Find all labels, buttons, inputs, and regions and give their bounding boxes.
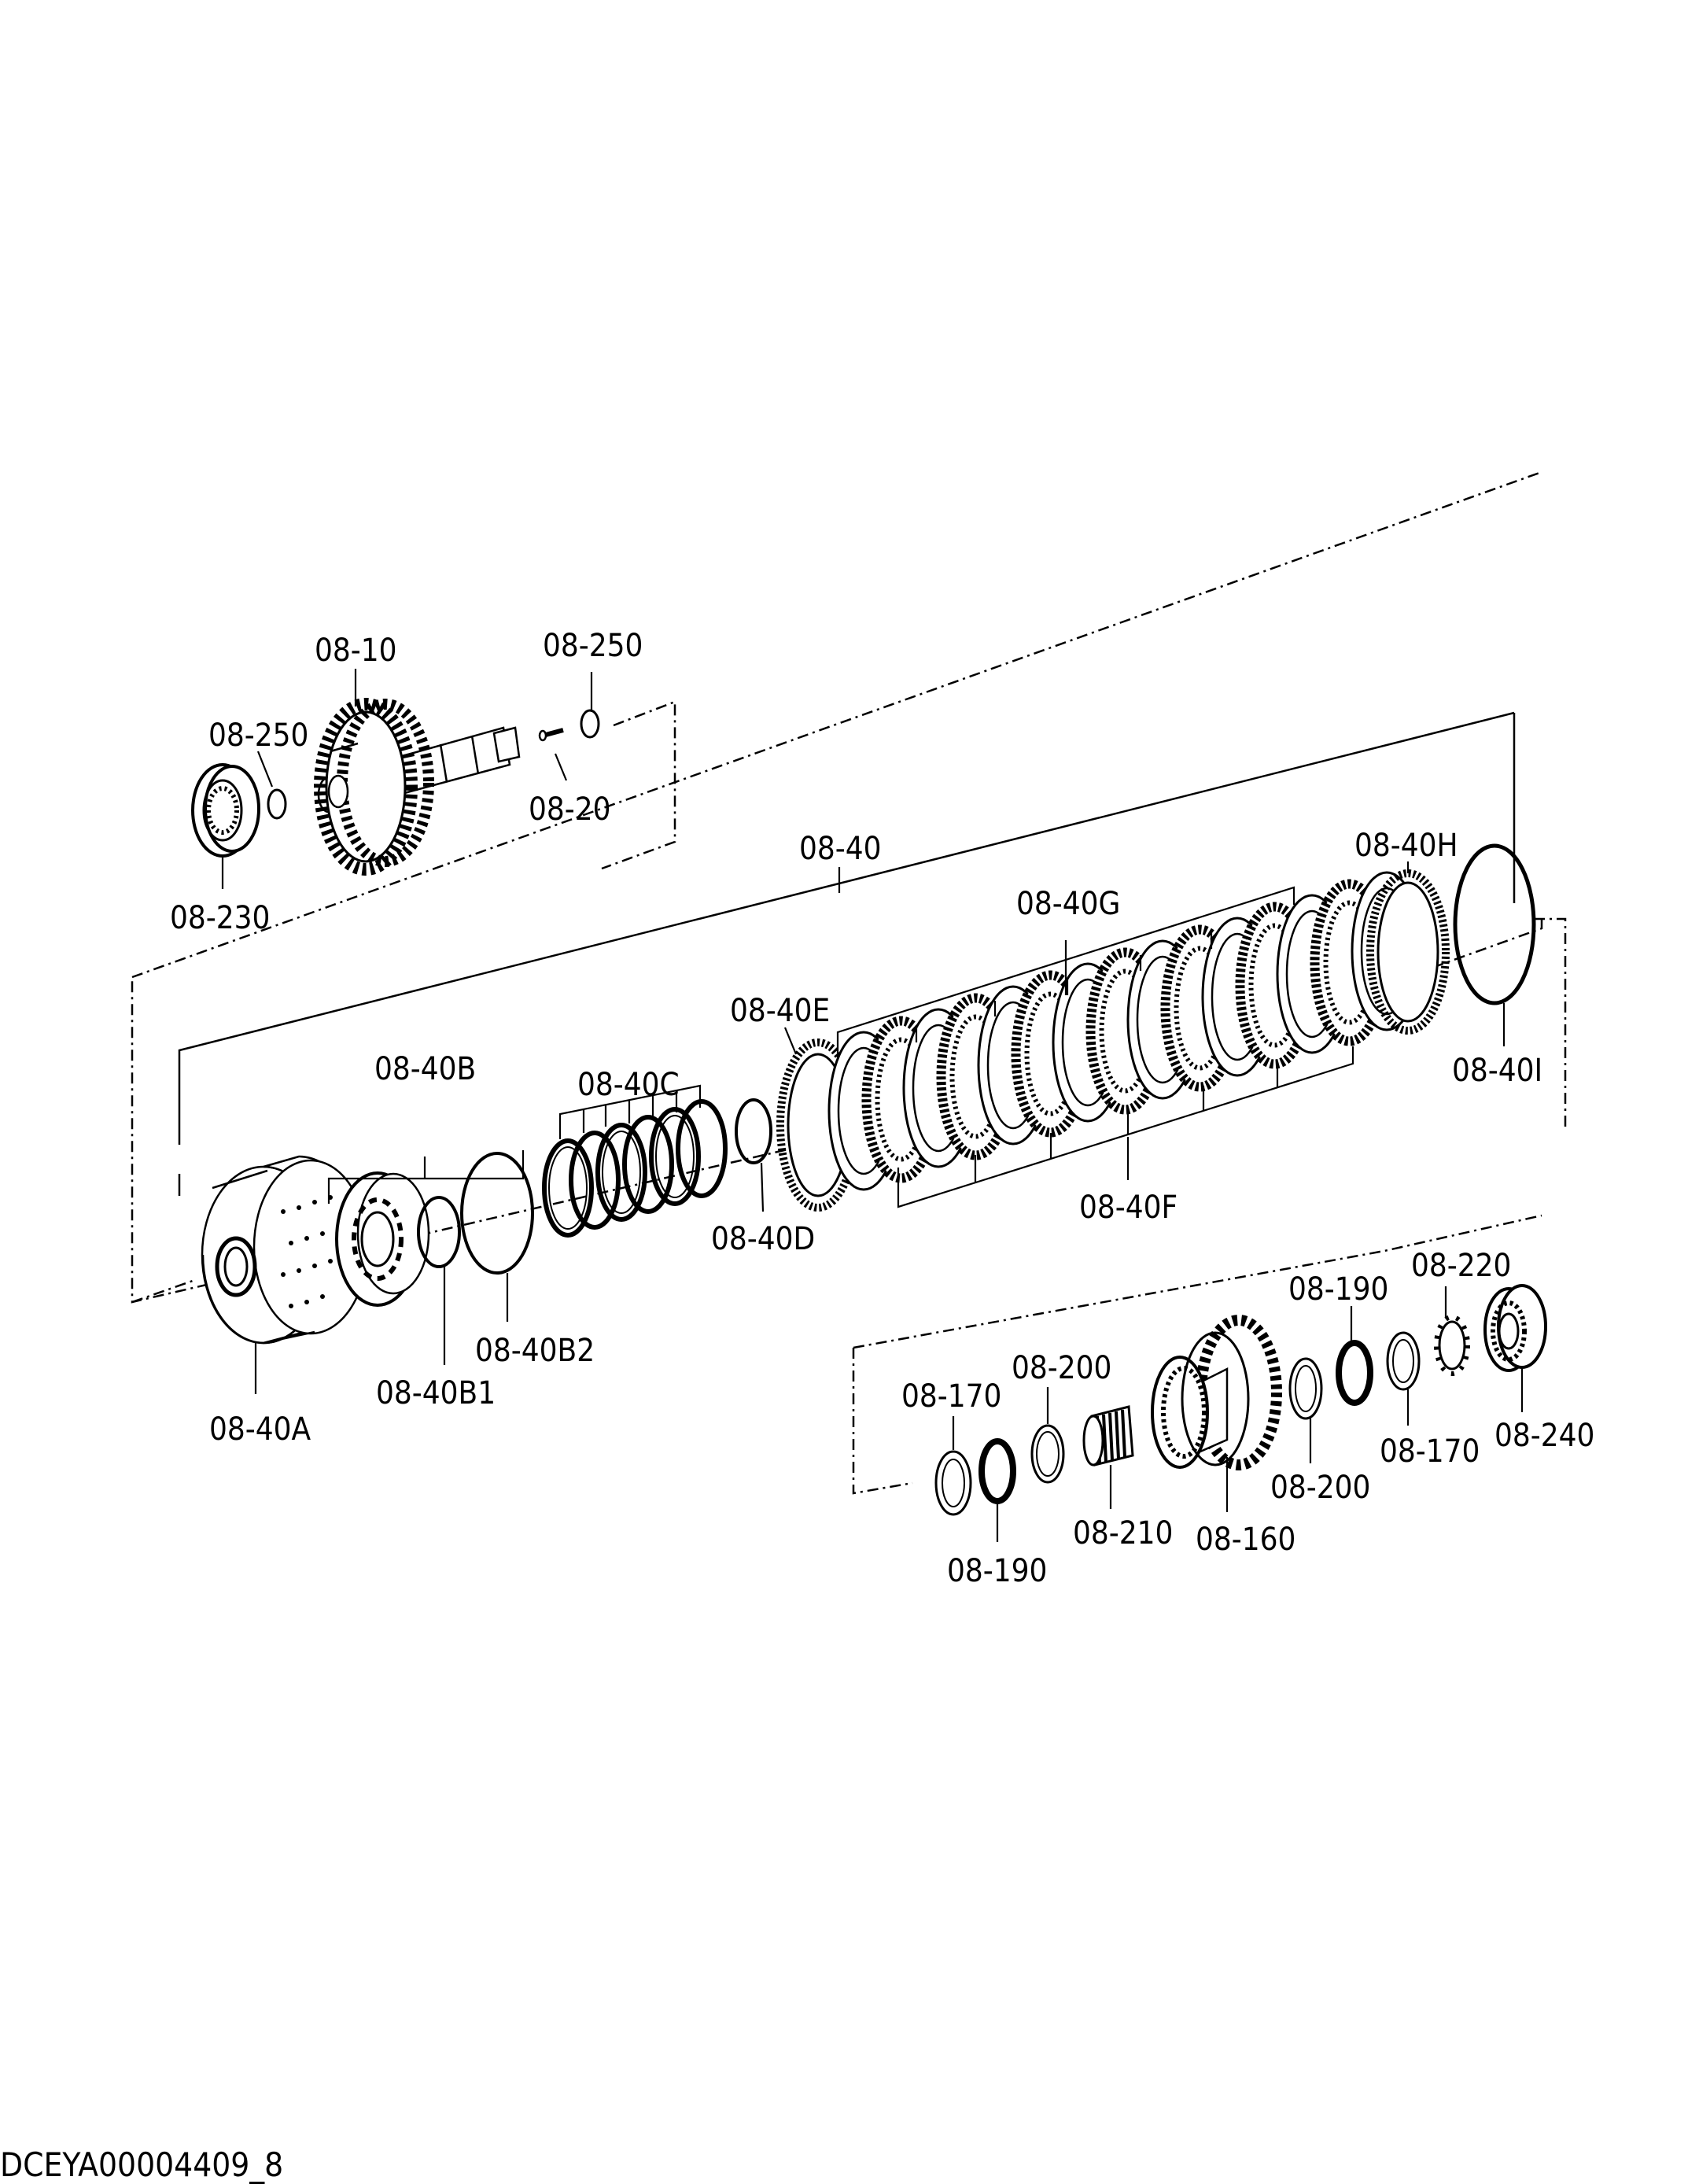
pin-08-20 <box>538 728 564 742</box>
spring-rings-08-40C <box>542 1099 728 1238</box>
label-08-40: 08-40 <box>799 831 882 867</box>
end-plate-08-40H <box>1366 869 1450 1035</box>
label-08-40H: 08-40H <box>1354 828 1458 864</box>
label-08-170-right: 08-170 <box>1380 1433 1480 1470</box>
label-08-190-top: 08-190 <box>1288 1271 1388 1308</box>
seal-ring-08-40B1 <box>417 1196 461 1268</box>
label-08-200-right: 08-200 <box>1270 1470 1370 1506</box>
label-08-250-left: 08-250 <box>208 718 308 754</box>
snap-ring-08-40D <box>735 1098 772 1164</box>
part-labels: 08-10 08-250 08-250 08-20 08-230 08-40 0… <box>170 628 1594 1589</box>
snap-ring-08-250-left <box>267 788 287 820</box>
label-08-240: 08-240 <box>1494 1418 1594 1454</box>
label-08-40C: 08-40C <box>577 1067 680 1103</box>
bearing-08-230 <box>191 763 260 858</box>
piston-08-40B <box>335 1171 430 1307</box>
label-08-40B2: 08-40B2 <box>475 1333 595 1369</box>
label-08-40B1: 08-40B1 <box>376 1375 496 1411</box>
shaft-08-10 <box>314 698 521 876</box>
seal-ring-08-40B2 <box>460 1152 534 1275</box>
needle-bearing-08-210 <box>1082 1405 1134 1466</box>
label-08-160: 08-160 <box>1196 1522 1295 1558</box>
label-08-250-top: 08-250 <box>543 628 643 664</box>
label-08-40B: 08-40B <box>374 1051 476 1087</box>
label-08-40E: 08-40E <box>730 993 830 1029</box>
label-08-210: 08-210 <box>1073 1515 1173 1551</box>
drawing-code: DCEYA00004409_8 <box>0 2145 283 2184</box>
washer-08-200-left <box>1030 1424 1065 1484</box>
thrust-bearing-08-190-left <box>978 1438 1016 1504</box>
thrust-washer-08-170-left <box>934 1450 972 1516</box>
label-08-40G: 08-40G <box>1016 886 1120 922</box>
thrust-washer-08-170-right <box>1386 1331 1421 1391</box>
label-08-40A: 08-40A <box>209 1411 311 1448</box>
label-08-40I: 08-40I <box>1452 1053 1542 1089</box>
label-08-170-left: 08-170 <box>901 1378 1001 1415</box>
bearing-08-240 <box>1483 1284 1547 1372</box>
label-08-10: 08-10 <box>315 633 397 669</box>
assembly-boundary-lines <box>131 470 1567 1495</box>
gear-assembly <box>934 1284 1547 1516</box>
lock-ring-08-220 <box>1434 1315 1470 1376</box>
snap-ring-08-40I <box>1453 843 1536 1005</box>
thrust-bearing-08-190-right <box>1336 1340 1373 1406</box>
label-08-40D: 08-40D <box>711 1221 815 1257</box>
snap-ring-08-250-top <box>580 709 600 739</box>
label-08-190-bottom: 08-190 <box>947 1553 1047 1589</box>
clutch-drum-08-40A <box>201 1155 369 1345</box>
label-08-230: 08-230 <box>170 900 270 936</box>
label-08-20: 08-20 <box>529 791 611 828</box>
leader-lines <box>221 669 1524 1542</box>
label-08-200-top: 08-200 <box>1012 1350 1111 1386</box>
label-08-220: 08-220 <box>1411 1248 1511 1284</box>
input-shaft-assembly <box>191 698 600 876</box>
washer-08-200-right <box>1288 1357 1323 1420</box>
gear-08-160 <box>1151 1315 1282 1470</box>
clutch-pack-08-40F-08-40G <box>827 871 1423 1191</box>
label-08-40F: 08-40F <box>1079 1190 1178 1226</box>
